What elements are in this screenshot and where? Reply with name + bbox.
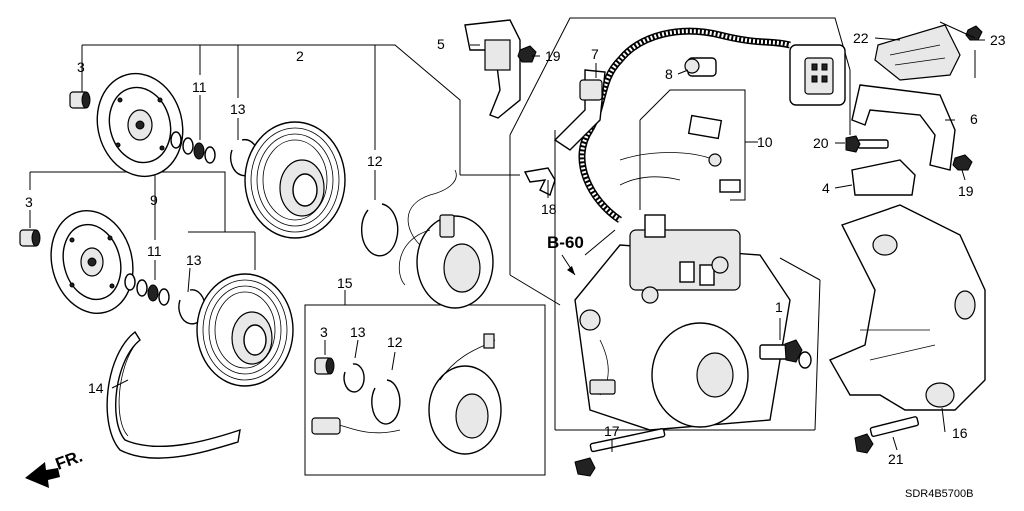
callout-7: 7 — [591, 46, 599, 62]
drive-belt — [106, 330, 241, 459]
shims-11-lower — [124, 273, 170, 306]
kit-snap-ring-13 — [343, 363, 365, 393]
callout-17: 17 — [604, 423, 620, 439]
upper-group-bracket — [81, 44, 520, 176]
diagram-code: SDR4B5700B — [905, 488, 974, 500]
bolt-19-right — [952, 154, 973, 171]
callout-11-upper: 11 — [192, 79, 207, 95]
callout-16: 16 — [952, 425, 968, 441]
pulley-lower — [196, 273, 294, 387]
ref-b60-arrows — [561, 229, 616, 276]
subharness-box — [619, 89, 746, 210]
callout-18: 18 — [541, 201, 557, 217]
kit-15-box — [304, 290, 546, 476]
fitting-1 — [759, 339, 812, 369]
callout-23: 23 — [990, 32, 1006, 48]
callout-21: 21 — [888, 451, 904, 467]
heat-shield-22 — [874, 24, 961, 81]
long-bolt-17 — [574, 428, 666, 477]
mounting-bracket-16 — [829, 204, 986, 411]
callout-labels: 1 2 3 3 3 4 5 6 7 8 9 10 11 11 12 12 13 … — [25, 30, 1006, 500]
front-direction-label: FR. — [53, 447, 85, 474]
shims-11-upper — [170, 131, 216, 164]
callout-3-kit: 3 — [320, 324, 328, 340]
clip-8 — [684, 57, 717, 77]
kit-bolt-3 — [314, 357, 335, 375]
leader-lines — [29, 21, 985, 452]
pressure-plate-lower — [50, 210, 134, 314]
callout-2: 2 — [296, 48, 304, 64]
callout-13-upper: 13 — [230, 101, 246, 117]
callout-5: 5 — [437, 36, 445, 52]
callout-13-kit: 13 — [350, 324, 366, 340]
callout-3-upper: 3 — [77, 59, 85, 75]
ref-b60-label: B-60 — [547, 233, 584, 252]
harness-connector — [789, 44, 846, 106]
bolt-21 — [854, 416, 920, 454]
callout-10: 10 — [757, 134, 773, 150]
bracket-5 — [464, 19, 521, 119]
callout-9: 9 — [150, 192, 158, 208]
bracket-4 — [851, 159, 916, 196]
pressure-plate-upper — [96, 72, 184, 178]
lower-group-bracket — [29, 171, 256, 270]
callout-22: 22 — [853, 30, 869, 46]
bolt-3-lower — [19, 229, 41, 247]
snap-ring-12-upper — [361, 203, 399, 257]
callout-11-lower: 11 — [147, 243, 162, 259]
callout-13-lower: 13 — [186, 252, 202, 268]
callout-6: 6 — [970, 111, 978, 127]
compressor-body — [574, 214, 791, 431]
bolt-19-upper — [517, 45, 537, 63]
callout-19-right: 19 — [958, 183, 974, 199]
callout-4: 4 — [822, 180, 830, 196]
bracket-7 — [553, 69, 606, 151]
callout-12-kit: 12 — [387, 334, 403, 350]
callout-12-upper: 12 — [367, 153, 383, 169]
callout-20: 20 — [813, 135, 829, 151]
pulley-upper — [244, 121, 346, 239]
callout-19-upper: 19 — [545, 48, 561, 64]
clamp-18 — [523, 167, 556, 196]
callout-1: 1 — [775, 299, 783, 315]
callout-3-lower: 3 — [25, 194, 33, 210]
kit-field-coil — [311, 333, 502, 455]
front-direction-arrow — [25, 462, 60, 488]
kit-snap-ring-12 — [371, 379, 401, 425]
harness-corrugated — [578, 27, 791, 223]
bolt-3-upper — [69, 91, 91, 109]
callout-8: 8 — [665, 66, 673, 82]
bolt-20 — [845, 135, 889, 153]
field-coil-upper — [398, 169, 494, 309]
callout-14: 14 — [88, 380, 104, 396]
bracket-6 — [851, 84, 956, 171]
compressor-group-box — [509, 17, 851, 431]
callout-15: 15 — [337, 275, 353, 291]
